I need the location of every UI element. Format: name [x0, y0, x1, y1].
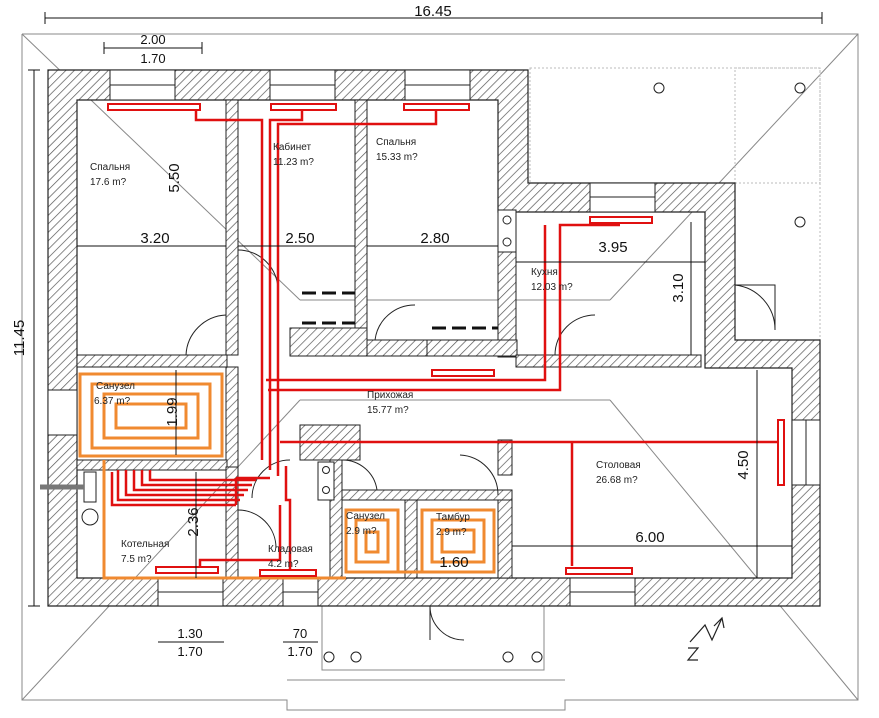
- room-vestibule-area: 2.9 m?: [436, 527, 467, 538]
- dim-bottom-mid-b: 1.70: [287, 644, 312, 659]
- dim-window-top-b: 1.70: [140, 51, 165, 66]
- dim-bedroom1-h: 5.50: [166, 163, 183, 192]
- room-storage-area: 4.2 m?: [268, 559, 299, 570]
- wardrobe-marks: [302, 291, 498, 330]
- room-bathroom2-area: 2.9 m?: [346, 526, 377, 537]
- dim-bedroom1-w: 3.20: [140, 230, 169, 247]
- dim-kitchen-w: 3.95: [598, 239, 627, 256]
- dim-kitchen-h: 3.10: [670, 273, 687, 302]
- stove-icon: [497, 209, 517, 253]
- room-vestibule-name: Тамбур: [436, 511, 470, 523]
- room-labels: Спальня 17.6 m? Кабинет 11.23 m? Спальня…: [90, 137, 641, 570]
- radiator-pipes: [110, 110, 780, 572]
- dim-bottom-left-b: 1.70: [177, 644, 202, 659]
- dim-overall-width: 16.45: [414, 3, 452, 20]
- dimension-lines: [28, 12, 823, 643]
- room-kitchen-area: 12.03 m?: [531, 282, 573, 293]
- inner-walls: [76, 99, 702, 579]
- dim-bottom-left-a: 1.30: [177, 626, 202, 641]
- dim-vestibule-w: 1.60: [439, 554, 468, 571]
- room-study-area: 11.23 m?: [273, 157, 314, 168]
- room-dining-area: 26.68 m?: [596, 475, 638, 486]
- room-bedroom1-area: 17.6 m?: [90, 177, 127, 188]
- room-boiler-area: 7.5 m?: [121, 554, 152, 565]
- dim-overall-height: 11.45: [11, 320, 28, 356]
- room-bathroom2-name: Санузел: [346, 511, 385, 522]
- dim-boiler-h: 2.36: [185, 507, 202, 536]
- radiators: [107, 103, 785, 577]
- dim-bath1-h: 1.99: [164, 397, 181, 426]
- dim-dining-w: 6.00: [635, 529, 664, 546]
- room-study-name: Кабинет: [273, 141, 311, 153]
- room-hallway-area: 15.77 m?: [367, 405, 409, 416]
- room-bathroom1-area: 6.37 m?: [94, 396, 131, 407]
- room-bedroom2-area: 15.33 m?: [376, 152, 418, 163]
- dimension-labels: 16.45 11.45 2.00 1.70 3.20 5.50 2.50 2.8…: [11, 3, 752, 659]
- outer-walls: [47, 69, 821, 607]
- dim-bedroom2-w: 2.80: [420, 230, 449, 247]
- dim-dining-h: 4.50: [735, 450, 752, 479]
- floor-heating: [78, 372, 496, 580]
- boiler-icon: [40, 461, 335, 526]
- room-hallway-name: Прихожая: [367, 390, 413, 401]
- windows: [47, 69, 821, 607]
- porch: [321, 604, 545, 671]
- dim-bottom-mid-a: 70: [293, 626, 307, 641]
- room-boiler-name: Котельная: [121, 539, 169, 550]
- room-bedroom2-name: Спальня: [376, 137, 416, 148]
- room-kitchen-name: Кухня: [531, 267, 558, 278]
- dim-study-w: 2.50: [285, 230, 314, 247]
- room-dining-name: Столовая: [596, 460, 641, 471]
- room-bathroom1-name: Санузел: [96, 381, 135, 392]
- dim-window-top-a: 2.00: [140, 32, 165, 47]
- room-bedroom1-name: Спальня: [90, 162, 130, 173]
- room-storage-name: Кладовая: [268, 544, 313, 555]
- north-arrow-icon: [686, 616, 725, 661]
